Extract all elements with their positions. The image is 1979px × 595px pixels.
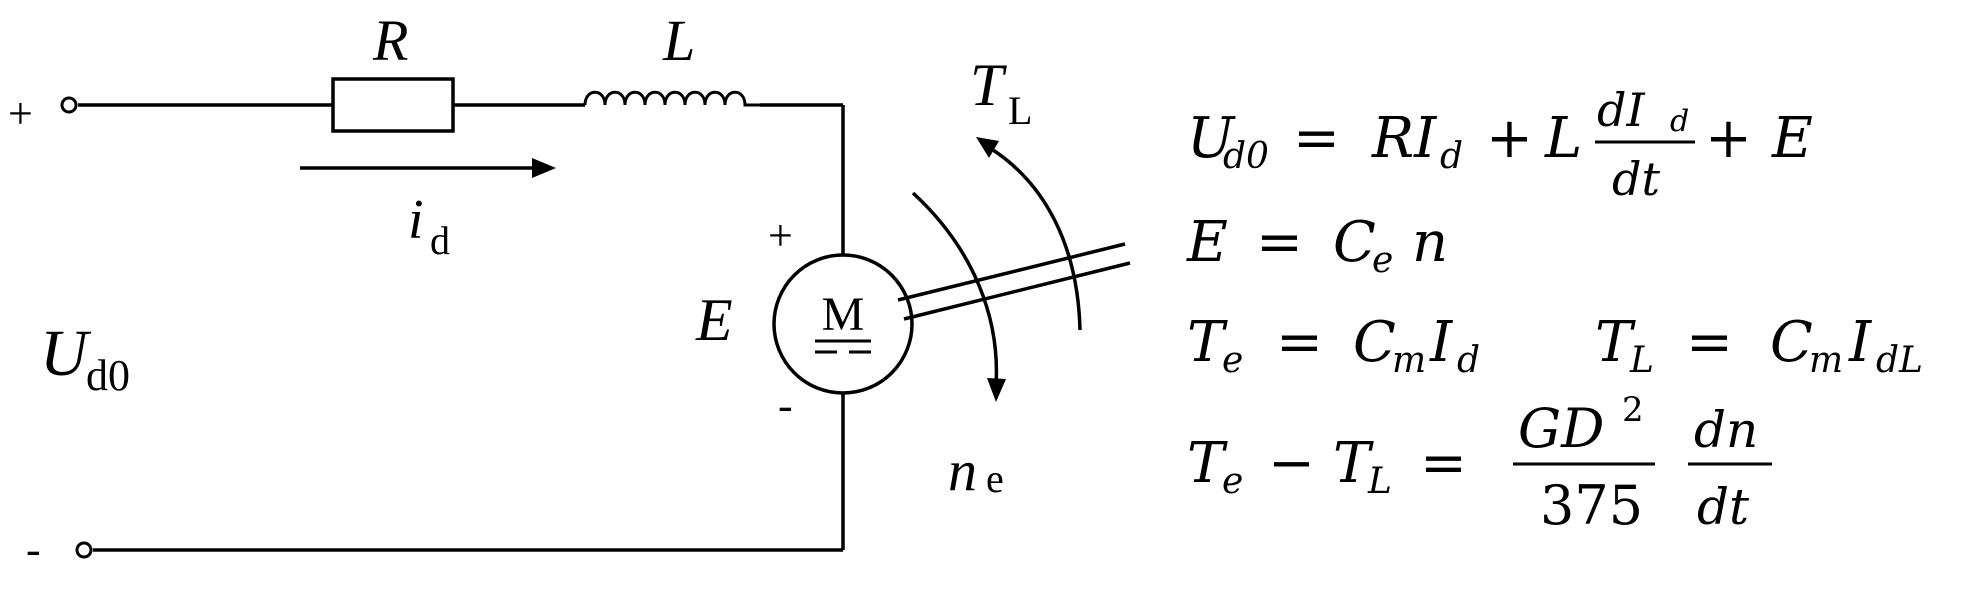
eq4-equals: = bbox=[1420, 431, 1467, 496]
eq1-term1-sub: d bbox=[1440, 136, 1463, 177]
eq1-lhs: U bbox=[1187, 106, 1236, 171]
voltage-label-sub: d0 bbox=[86, 351, 130, 400]
load-torque-arrow-head bbox=[976, 137, 999, 158]
terminal-minus-node bbox=[75, 541, 93, 559]
eq1-plus1: + bbox=[1486, 106, 1533, 171]
eq4-t1-sub: e bbox=[1222, 461, 1243, 502]
speed-arrow bbox=[911, 191, 999, 386]
emf-plus-label: + bbox=[768, 211, 793, 260]
speed-label: n bbox=[948, 438, 977, 503]
eq1-equals: = bbox=[1293, 106, 1340, 171]
inductor bbox=[583, 90, 760, 107]
eq3a-c: C bbox=[1353, 310, 1396, 375]
speed-label-sub: e bbox=[986, 456, 1004, 501]
current-arrow-head bbox=[532, 158, 556, 178]
eq1-frac-num-sub: d bbox=[1670, 104, 1689, 139]
eq2-lhs: E bbox=[1186, 210, 1228, 275]
terminal-plus-label: + bbox=[8, 89, 33, 138]
eq1-frac-num: dI bbox=[1597, 83, 1645, 137]
eq1-term3: E bbox=[1771, 106, 1813, 171]
eq1-plus2: + bbox=[1705, 106, 1752, 171]
emf-minus-label: - bbox=[778, 381, 793, 430]
eq3b-lhs-sub: L bbox=[1629, 340, 1654, 381]
eq4-frac2-den: dt bbox=[1697, 478, 1750, 536]
inductor-label: L bbox=[662, 8, 695, 73]
load-torque-arrow bbox=[989, 146, 1082, 331]
speed-arrow-head bbox=[987, 378, 1006, 402]
resistor bbox=[331, 77, 455, 133]
eq3a-c-sub: m bbox=[1392, 340, 1426, 381]
shaft-lower bbox=[903, 261, 1131, 321]
eq4-frac1-num-sup: 2 bbox=[1622, 390, 1644, 430]
eq4-minus: − bbox=[1268, 431, 1315, 496]
eq2-rhs-tail: n bbox=[1412, 210, 1448, 275]
eq1-lhs-sub: d0 bbox=[1223, 136, 1269, 177]
equation-2: E = C e n bbox=[1186, 210, 1448, 281]
eq3a-i: I bbox=[1429, 310, 1454, 375]
eq3b-lhs: T bbox=[1595, 310, 1636, 375]
emf-label: E bbox=[695, 287, 733, 353]
eq2-rhs: C bbox=[1333, 210, 1376, 275]
equation-1: U d0 = RI d + L dI d dt + E bbox=[1187, 83, 1813, 206]
eq3b-i-sub: dL bbox=[1876, 340, 1923, 381]
eq3b-c: C bbox=[1770, 310, 1813, 375]
eq2-equals: = bbox=[1256, 210, 1303, 275]
eq1-term1: RI bbox=[1371, 106, 1438, 171]
voltage-label: U bbox=[40, 317, 92, 390]
eq4-t2-sub: L bbox=[1367, 461, 1392, 502]
motor bbox=[772, 253, 914, 395]
eq4-t2: T bbox=[1333, 431, 1374, 496]
wires bbox=[78, 103, 845, 552]
terminal-plus-node bbox=[60, 96, 78, 114]
motor-label: M bbox=[822, 288, 865, 341]
eq3b-equals: = bbox=[1686, 310, 1733, 375]
load-torque-label: T bbox=[970, 52, 1007, 118]
resistor-label: R bbox=[372, 8, 408, 73]
eq4-frac1-den: 375 bbox=[1540, 474, 1643, 537]
load-torque-label-sub: L bbox=[1008, 88, 1032, 133]
eq4-frac2-num: dn bbox=[1694, 401, 1758, 459]
eq3b-c-sub: m bbox=[1809, 340, 1843, 381]
eq3a-lhs: T bbox=[1187, 310, 1228, 375]
eq3a-equals: = bbox=[1276, 310, 1323, 375]
eq4-t1: T bbox=[1187, 431, 1228, 496]
eq2-rhs-sub: e bbox=[1372, 240, 1393, 281]
eq3b-i: I bbox=[1848, 310, 1873, 375]
equation-3: T e = C m I d T L = C m I dL bbox=[1187, 310, 1923, 381]
eq3a-i-sub: d bbox=[1457, 340, 1480, 381]
current-label: i bbox=[408, 189, 424, 251]
eq3a-lhs-sub: e bbox=[1222, 340, 1243, 381]
terminal-minus-label: - bbox=[26, 525, 41, 574]
eq1-frac-den: dt bbox=[1612, 152, 1660, 206]
eq1-term2: L bbox=[1544, 106, 1582, 171]
shaft-upper bbox=[897, 242, 1126, 302]
current-label-sub: d bbox=[430, 218, 450, 263]
eq4-frac1-num: GD bbox=[1518, 397, 1604, 460]
equation-4: T e − T L = GD 2 375 dn dt bbox=[1187, 390, 1772, 537]
